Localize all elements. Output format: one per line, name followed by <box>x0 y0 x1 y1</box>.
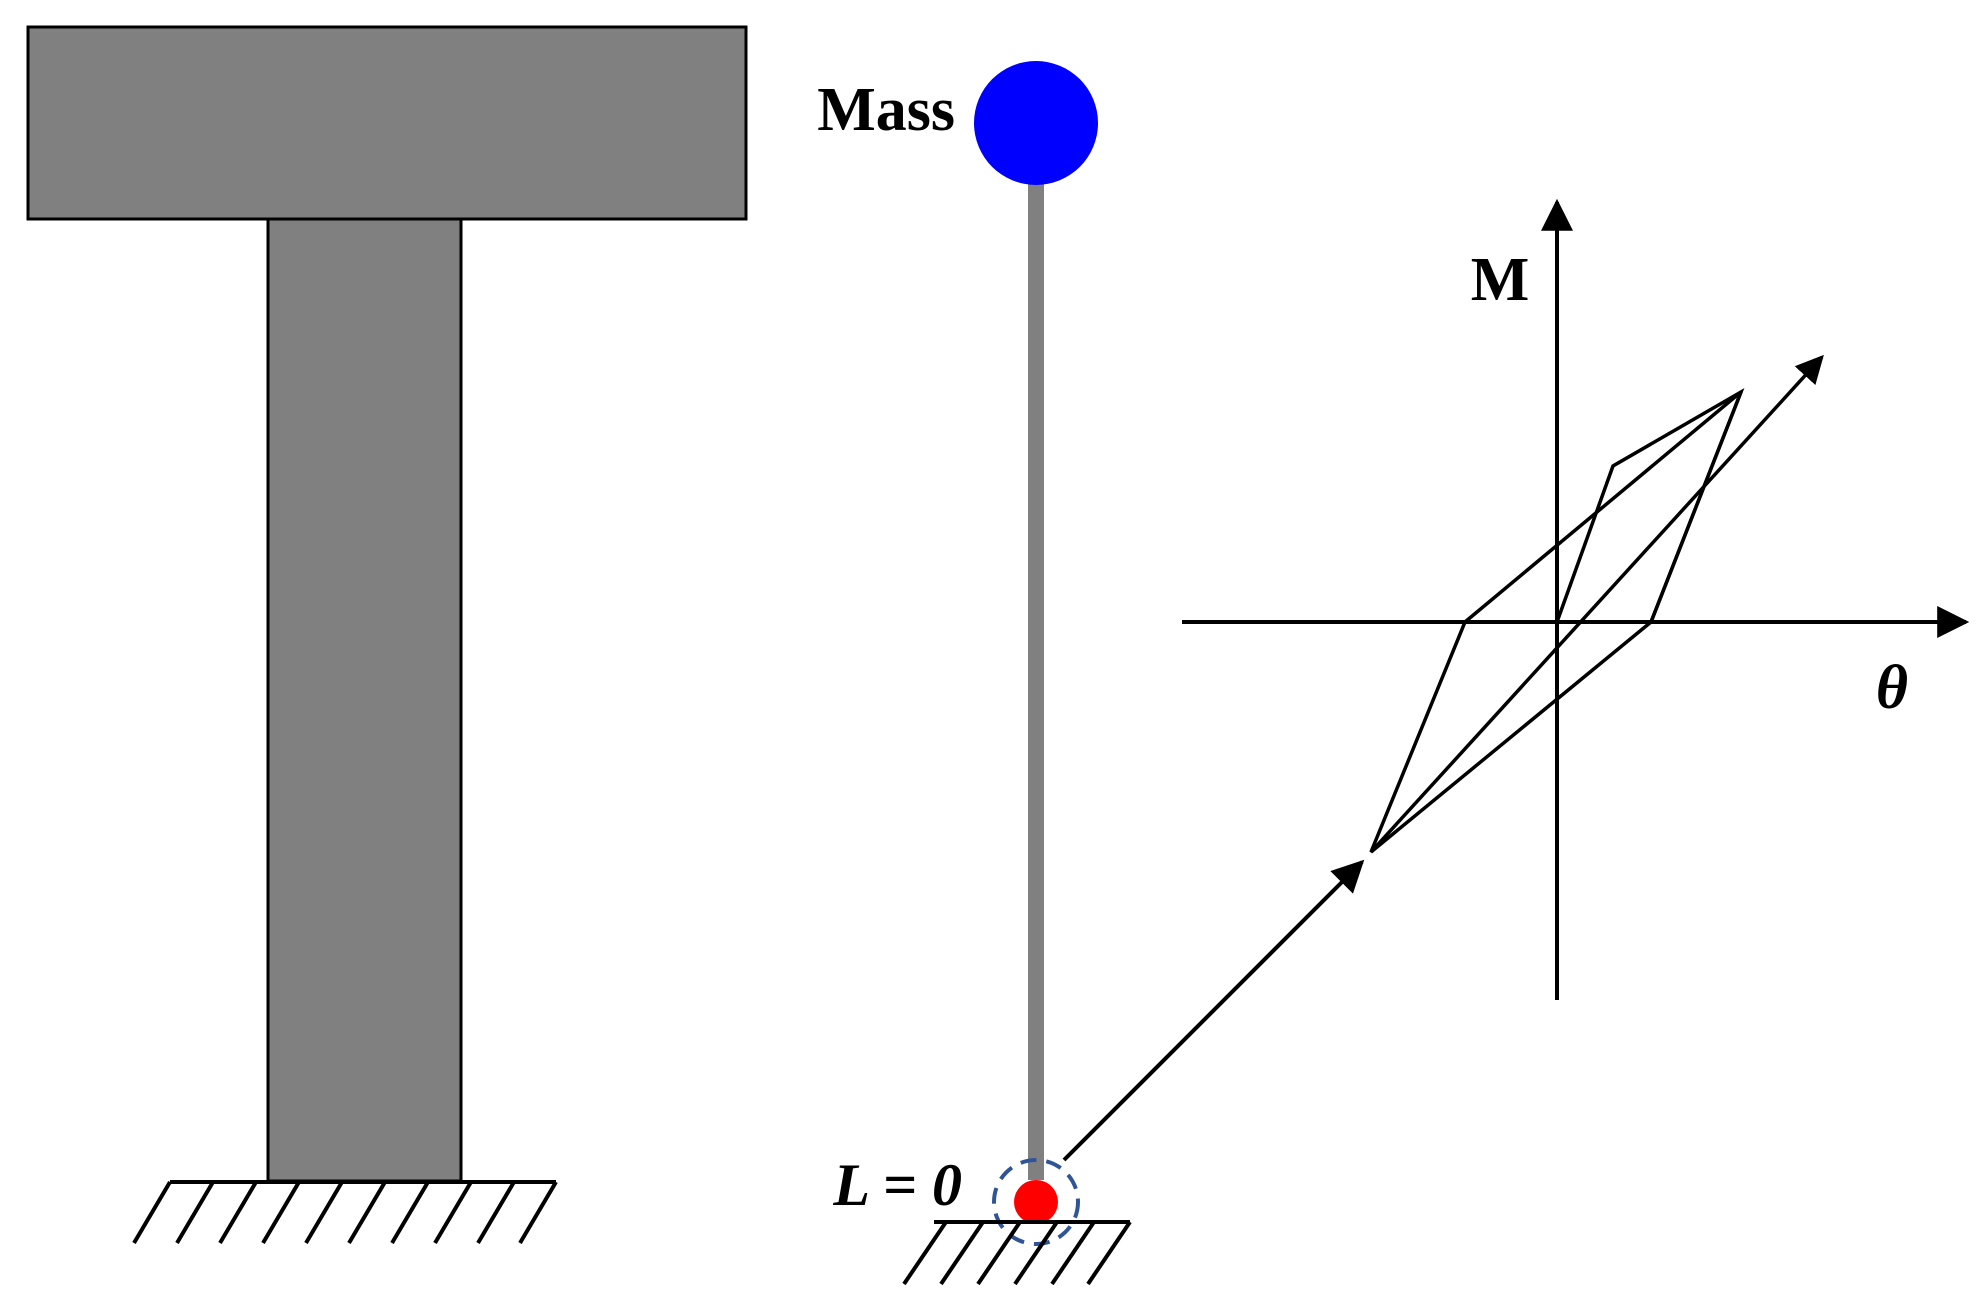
mass-label: Mass <box>817 76 955 144</box>
ground-hatch-icon <box>132 1180 558 1245</box>
moment-axis-label: M <box>1471 246 1530 314</box>
plastic-hinge-icon <box>992 1158 1080 1246</box>
hinge-length-label: L = 0 <box>832 1152 962 1218</box>
pointer-arrow <box>1062 859 1365 1162</box>
hysteresis-inner-loop <box>1554 387 1745 624</box>
mass-circle-icon <box>974 61 1098 185</box>
hinge-dot <box>1014 1180 1058 1224</box>
stick-model: Mass <box>817 61 1098 1180</box>
hinge-dashed-circle <box>992 1158 1080 1246</box>
pier-cap <box>26 25 748 221</box>
backbone-line <box>1369 354 1824 854</box>
pier-column <box>266 217 463 1183</box>
rotation-axis-label: θ <box>1876 654 1908 722</box>
ground-hatch-icon <box>902 1220 1132 1286</box>
bridge-pier <box>26 25 748 1183</box>
hysteresis-plot: M θ <box>1182 198 1970 1000</box>
